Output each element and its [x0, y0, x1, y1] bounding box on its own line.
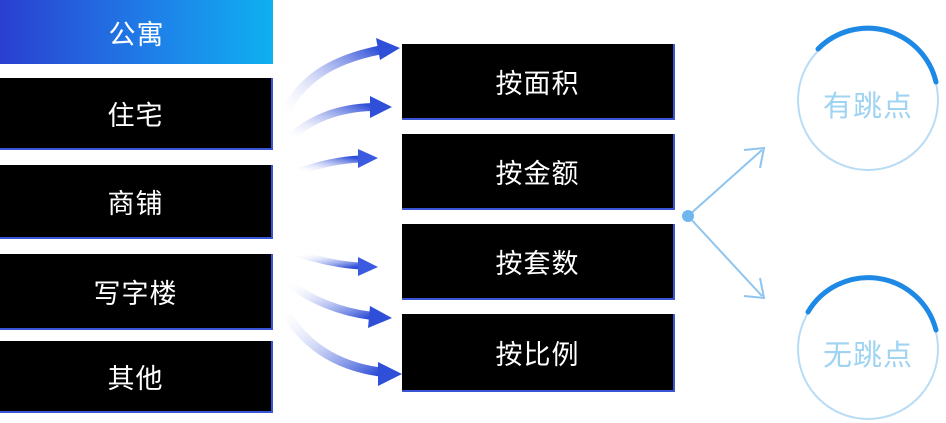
flow-arrowhead-4 [358, 257, 378, 276]
property-type-label: 其他 [107, 363, 164, 395]
billing-method-label: 按套数 [495, 248, 580, 280]
property-type-label: 写字楼 [93, 278, 178, 310]
billing-method-label: 按比例 [495, 339, 580, 371]
flow-arrow-3 [294, 155, 364, 176]
billing-method-by-area[interactable]: 按面积 [402, 44, 675, 120]
flow-arrowhead-6 [378, 362, 402, 386]
flow-arrowhead-5 [368, 306, 392, 328]
branch-line-upper [687, 149, 763, 217]
flow-arrowhead-3 [358, 149, 378, 168]
billing-method-by-ratio[interactable]: 按比例 [402, 314, 675, 392]
branch-arrowhead-upper [743, 146, 766, 169]
billing-method-label: 按金额 [495, 158, 580, 190]
outcome-ring-1-arc [815, 25, 939, 85]
flow-arrow-6 [277, 301, 385, 377]
property-type-residential[interactable]: 住宅 [0, 78, 273, 150]
billing-method-label: 按面积 [495, 68, 580, 100]
billing-method-by-units[interactable]: 按套数 [402, 224, 675, 300]
outcome-without-jump-point: 无跳点 [822, 338, 913, 372]
billing-method-by-amount[interactable]: 按金额 [402, 134, 675, 210]
property-type-label: 公寓 [108, 19, 165, 51]
branch-line-lower [687, 215, 763, 297]
flow-arrowhead-1 [376, 38, 400, 60]
flow-arrow-1 [277, 45, 385, 123]
property-type-label: 商铺 [107, 188, 164, 220]
flow-arrowhead-2 [370, 96, 392, 118]
branch-node [682, 210, 694, 222]
branch-arrowhead-lower [743, 277, 766, 300]
property-type-shop[interactable]: 商铺 [0, 165, 273, 239]
property-type-apartment[interactable]: 公寓 [0, 0, 273, 64]
flow-arrow-5 [284, 278, 376, 320]
flow-arrow-4 [294, 250, 364, 270]
outcome-with-jump-point: 有跳点 [822, 89, 913, 123]
property-type-label: 住宅 [107, 100, 164, 132]
flow-arrow-2 [284, 103, 376, 144]
outcome-ring-2-arc [805, 275, 939, 333]
property-type-other[interactable]: 其他 [0, 341, 273, 413]
property-type-office[interactable]: 写字楼 [0, 254, 273, 330]
